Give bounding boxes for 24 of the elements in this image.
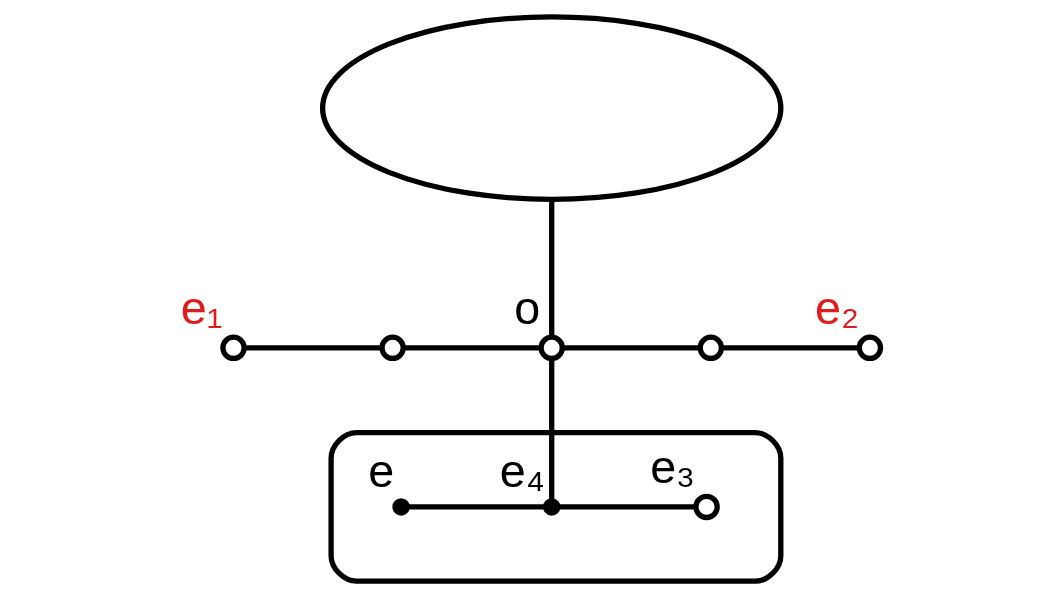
connector	[244, 345, 382, 351]
node-label: e₃	[650, 440, 696, 493]
node-circle	[856, 334, 884, 362]
node-point	[392, 498, 410, 516]
cluster	[328, 430, 784, 584]
connector	[558, 504, 696, 510]
node-ellipse	[319, 14, 784, 202]
connector	[407, 504, 546, 510]
node-label: o	[514, 281, 541, 334]
node-point	[542, 498, 561, 516]
connector	[722, 345, 859, 351]
connector	[562, 345, 700, 351]
node-circle	[220, 334, 247, 362]
node-label: e	[368, 445, 395, 498]
node-label: e₁	[180, 281, 223, 334]
node-circle	[693, 493, 720, 521]
connector	[549, 199, 555, 337]
node-circle	[538, 334, 565, 362]
node-circle	[697, 334, 725, 362]
node-label: e₂	[815, 281, 860, 334]
node-label: e₄	[499, 445, 545, 498]
connector	[549, 359, 555, 500]
connector	[403, 345, 541, 351]
node-circle	[379, 334, 406, 362]
